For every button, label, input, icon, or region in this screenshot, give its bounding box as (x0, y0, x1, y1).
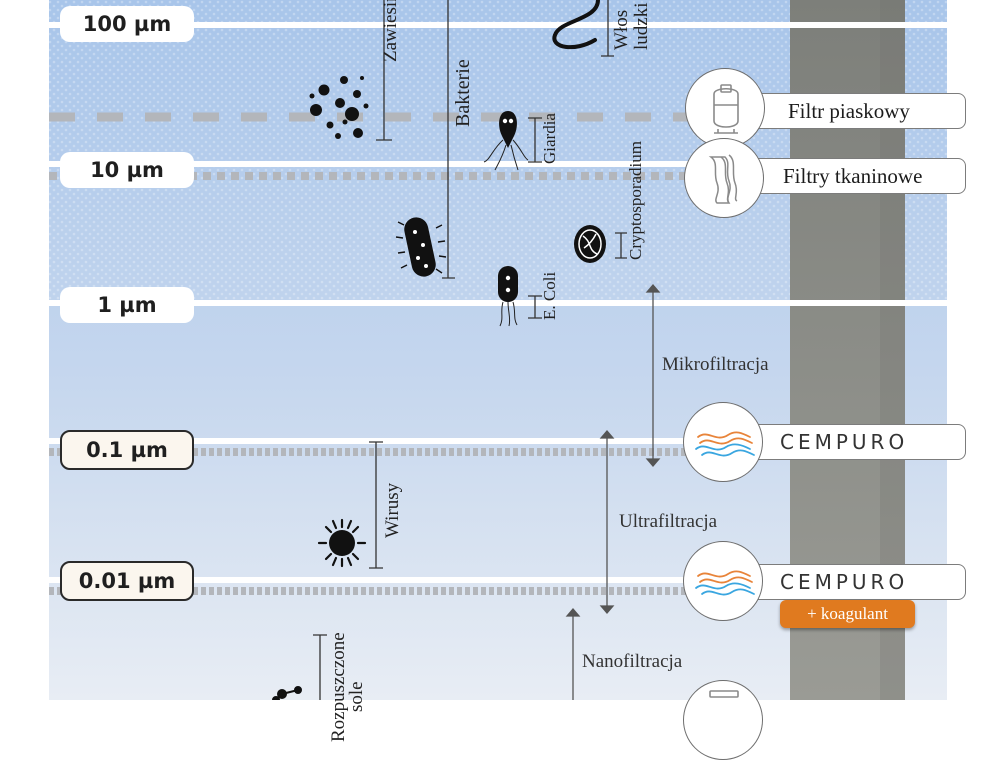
scale-line-100um (49, 22, 947, 28)
filter-cempuro-pill-1: CEMPURO (735, 424, 966, 460)
filter-nano-circle (683, 680, 763, 760)
sand-filter-icon (713, 84, 739, 134)
filter-fabric-label: Filtry tkaninowe (783, 163, 923, 188)
scale-line-01um (49, 438, 947, 444)
filter-sand-label: Filtr piaskowy (788, 98, 910, 123)
filter-sand-circle (685, 68, 765, 148)
coagulant-badge: + koagulant (780, 600, 915, 628)
giardia-icon (483, 111, 529, 171)
salts-icon (272, 686, 302, 700)
bacteria-icon (395, 217, 447, 277)
filtration-scale-diagram: 100 µm 10 µm 1 µm 0.1 µm 0.01 µm Zawiesi… (49, 0, 966, 760)
range-viruses (369, 441, 383, 569)
arrow-ultra-head-up (599, 430, 615, 439)
filter-cempuro-circle-1 (683, 402, 763, 482)
range-cryptosporidium (615, 232, 627, 259)
label-viruses: Wirusy (382, 482, 403, 538)
label-giardia: Giardia (540, 113, 559, 164)
scale-label-01um: 0.1 µm (60, 430, 194, 470)
label-dissolved-line2: sole (346, 681, 367, 712)
range-bacteria (442, 0, 455, 279)
label-ultrafiltration: Ultrafiltracja (619, 511, 718, 532)
ecoli-icon (498, 266, 518, 327)
scale-label-100um: 100 µm (60, 6, 194, 42)
arrow-nano-head-up (565, 608, 581, 617)
cempuro-wave-icon (695, 570, 755, 596)
virus-icon (317, 518, 367, 568)
filter-fabric-pill: Filtry tkaninowe (735, 158, 966, 194)
nano-filter-icon (709, 690, 739, 698)
scale-label-1um: 1 µm (60, 287, 194, 323)
range-giardia (528, 117, 542, 163)
cempuro-wave-icon (695, 431, 755, 457)
label-hair-line1: Włos (611, 9, 632, 50)
arrow-micro-head-down (645, 458, 661, 467)
scale-label-001um: 0.01 µm (60, 561, 194, 601)
label-hair-line2: ludzki (631, 2, 652, 51)
filter-cempuro-label-2: CEMPURO (780, 570, 909, 594)
label-microfiltration: Mikrofiltracja (662, 354, 769, 375)
suspensions-icon (309, 76, 369, 139)
label-cryptosporidium: Cryptosporadium (626, 141, 645, 260)
range-ecoli (528, 295, 542, 319)
filter-cempuro-circle-2 (683, 541, 763, 621)
range-dissolved-salts (313, 634, 327, 700)
label-nanofiltration: Nanofiltracja (582, 651, 683, 672)
label-suspensions: Zawiesiny (380, 0, 401, 62)
label-bacteria: Bakterie (452, 59, 474, 127)
filter-fabric-circle (684, 138, 764, 218)
scale-label-10um: 10 µm (60, 152, 194, 188)
arrow-micro-head-up (645, 284, 661, 293)
scale-line-1um (49, 300, 947, 306)
filter-cempuro-label-1: CEMPURO (780, 430, 909, 454)
arrow-ultra-head-down (599, 605, 615, 614)
range-suspensions (376, 0, 392, 141)
cryptosporidium-icon (574, 225, 606, 263)
fabric-filter-icon (708, 154, 738, 204)
filter-sand-pill: Filtr piaskowy (735, 93, 966, 129)
range-hair (601, 0, 614, 57)
scale-line-001um (49, 577, 947, 583)
hair-icon (552, 0, 600, 50)
filter-cempuro-pill-2: CEMPURO (735, 564, 966, 600)
label-ecoli: E. Coli (540, 271, 559, 320)
